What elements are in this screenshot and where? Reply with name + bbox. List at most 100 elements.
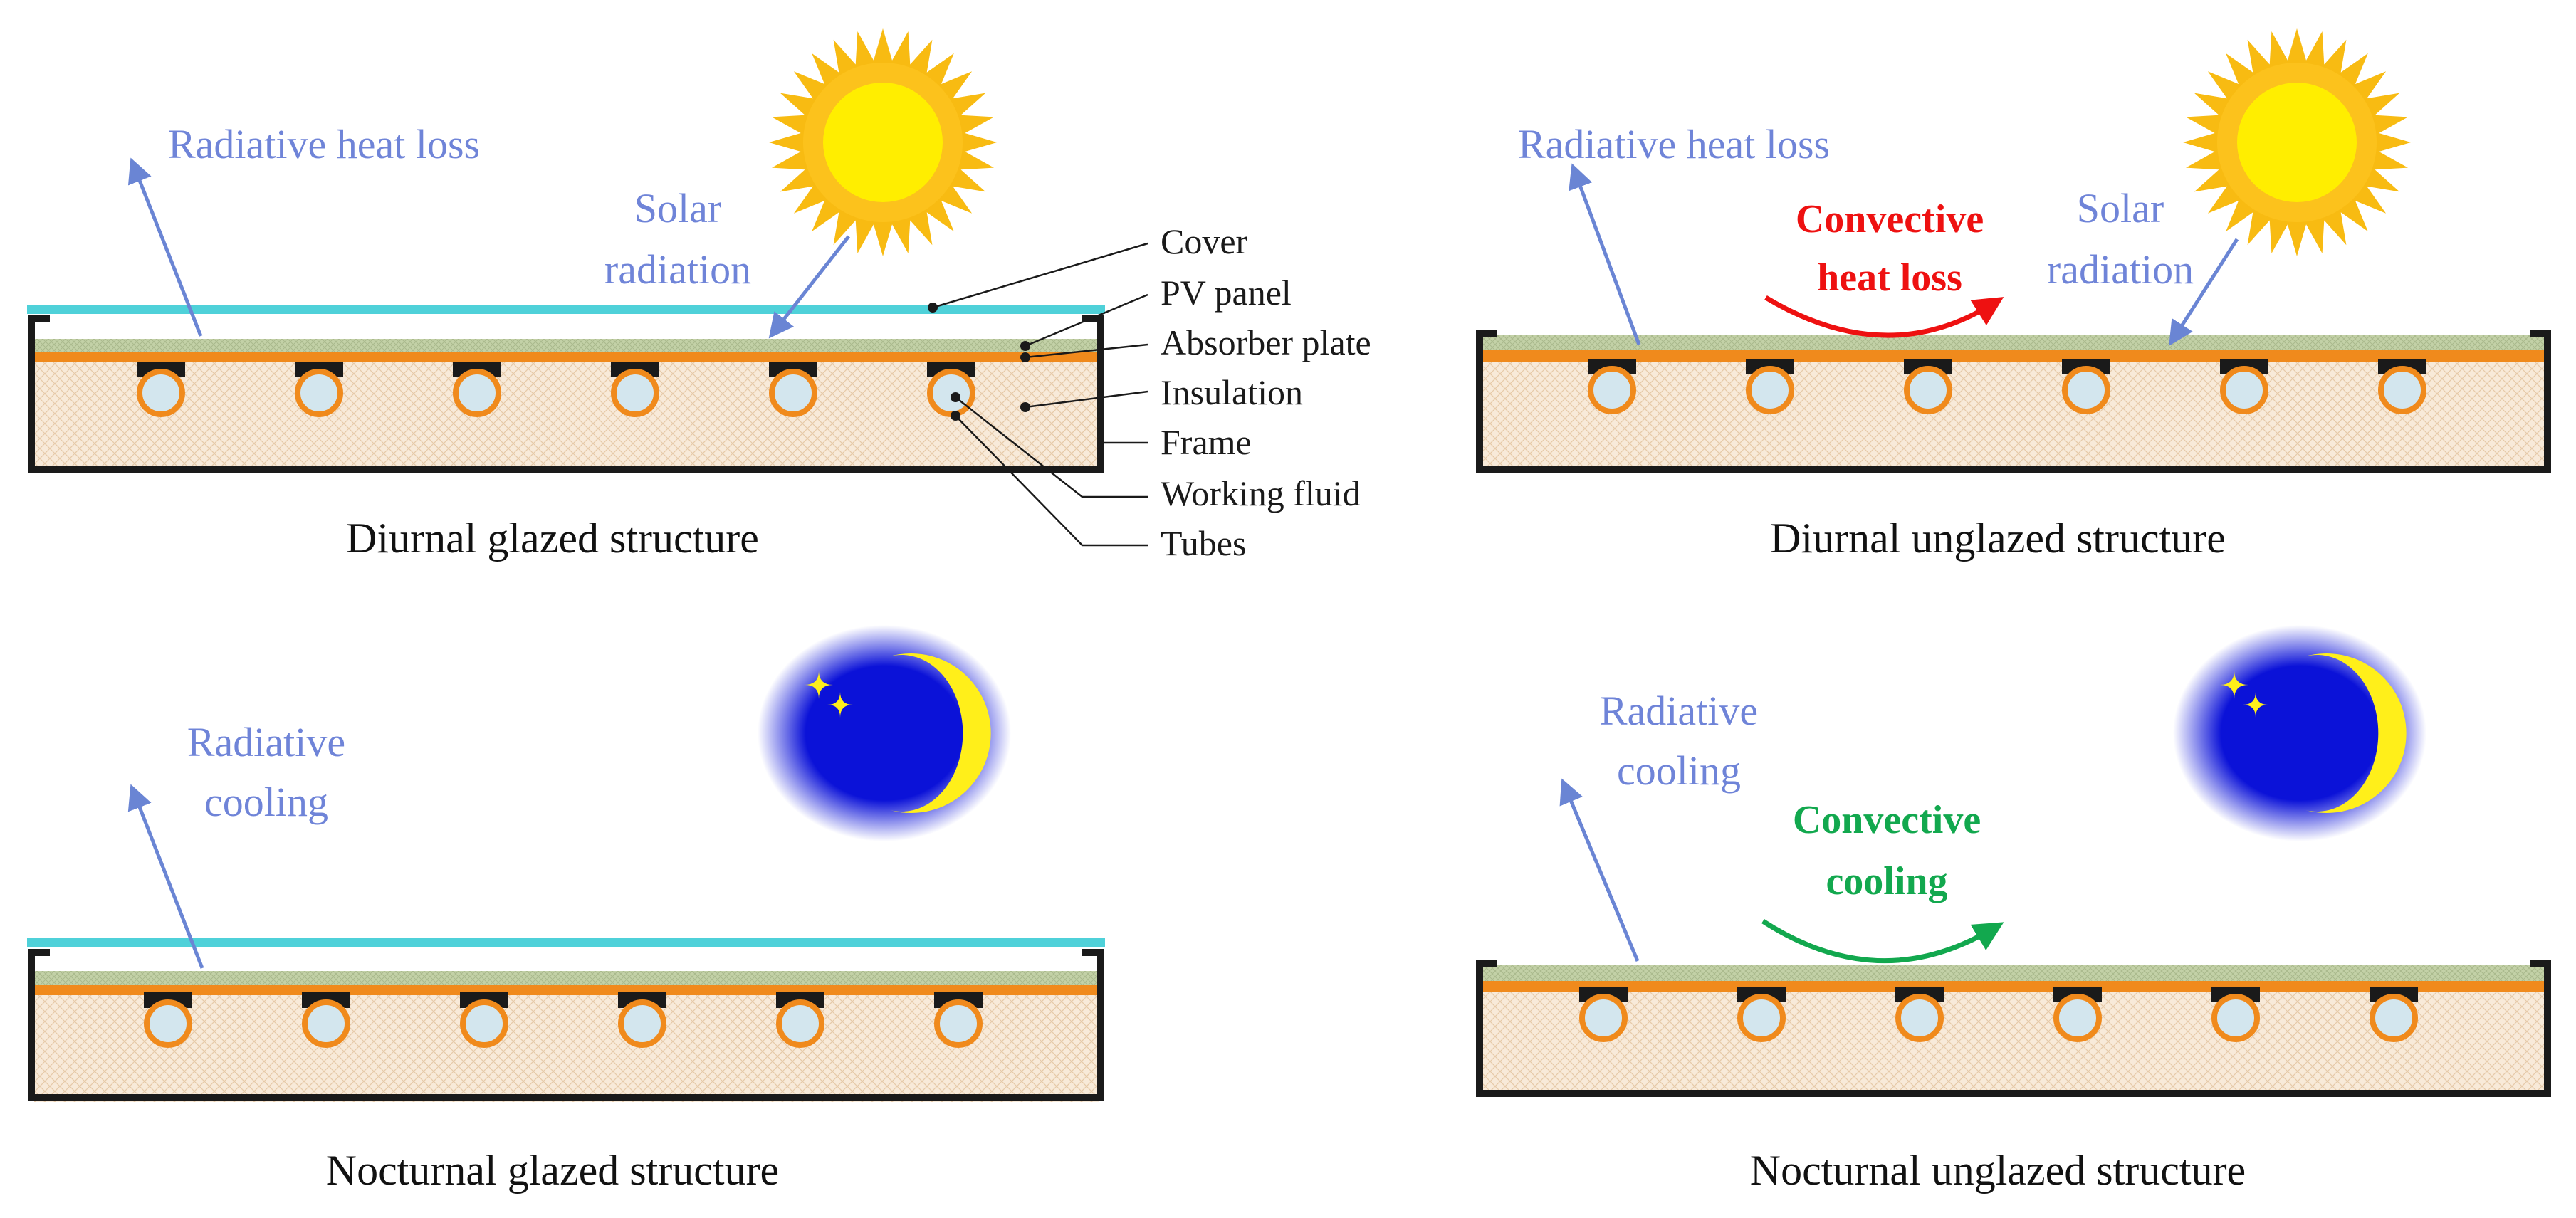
crescent (2305, 653, 2407, 813)
tube (460, 992, 508, 1048)
moon-icon (758, 625, 1011, 841)
solar-arrow (768, 235, 850, 339)
collector (1476, 330, 2551, 473)
pv-panel (1481, 335, 2546, 350)
glass-cover (27, 305, 1105, 314)
panel-nocturnal-unglazed: Radiative cooling Convective cooling Noc… (1476, 625, 2551, 1194)
tube (1746, 359, 1794, 414)
working-fluid (1579, 994, 1628, 1042)
radiative-arrow (1569, 163, 1641, 345)
convective-arrow (1761, 919, 2004, 963)
panel-diurnal-glazed: Radiative heat loss Solar radiation Cove… (27, 28, 1371, 563)
legend-frame: Frame (1161, 422, 1252, 462)
working-fluid (1746, 366, 1794, 414)
tube (302, 992, 350, 1048)
working-fluid (611, 369, 659, 417)
tube (144, 992, 192, 1048)
convective-label-1: Convective (1793, 798, 1981, 842)
insulation-layer (1481, 362, 2546, 467)
tube (137, 362, 185, 417)
tube (453, 362, 501, 417)
tube (2211, 987, 2260, 1042)
radiative-label: Radiative heat loss (168, 121, 480, 167)
star-icon (2243, 692, 2268, 718)
radiative-arrow (127, 157, 203, 337)
collector (1476, 960, 2551, 1097)
glass-cover (27, 938, 1105, 947)
collector (27, 305, 1105, 473)
crescent (890, 653, 991, 813)
radiative-label-2: cooling (1617, 747, 1741, 794)
tube (1588, 359, 1636, 414)
working-fluid (302, 999, 350, 1048)
radiative-arrow (127, 784, 204, 969)
tube (1895, 987, 1944, 1042)
radiative-label-1: Radiative (187, 719, 345, 765)
tube-row (137, 362, 975, 417)
star-icon (805, 671, 833, 699)
legend: Cover PV panel Absorber plate Insulation… (1161, 221, 1371, 563)
working-fluid (1904, 366, 1952, 414)
legend-working-fluid: Working fluid (1161, 473, 1361, 513)
tube (1737, 987, 1786, 1042)
tube (2062, 359, 2110, 414)
legend-absorber-plate: Absorber plate (1161, 322, 1371, 362)
convective-label-1: Convective (1796, 197, 1984, 241)
convective-label-2: heat loss (1817, 256, 1962, 300)
working-fluid (769, 369, 817, 417)
tube-row (144, 992, 983, 1048)
pv-panel (1481, 965, 2546, 981)
working-fluid (453, 369, 501, 417)
tube (934, 992, 983, 1048)
caption: Nocturnal glazed structure (326, 1147, 779, 1194)
tube-row (1588, 359, 2426, 414)
legend-insulation: Insulation (1161, 372, 1303, 412)
caption: Diurnal unglazed structure (1770, 515, 2226, 562)
tube (1904, 359, 1952, 414)
working-fluid (144, 999, 192, 1048)
frame (28, 949, 1104, 1101)
tube (2220, 359, 2268, 414)
working-fluid (2211, 994, 2260, 1042)
working-fluid (295, 369, 343, 417)
absorber-plate (34, 352, 1099, 362)
solar-label-1: Solar (634, 185, 721, 231)
sun-core (823, 83, 943, 202)
convective-arrow (1764, 295, 2004, 338)
working-fluid (2220, 366, 2268, 414)
radiative-label-1: Radiative (1600, 688, 1758, 734)
insulation-layer (1481, 992, 2546, 1092)
working-fluid (1895, 994, 1944, 1042)
solar-label-2: radiation (604, 246, 751, 293)
legend-dots (928, 303, 1030, 421)
star-icon (827, 692, 853, 718)
tube (618, 992, 666, 1048)
solar-arrow (2169, 238, 2239, 346)
frame (1476, 960, 2551, 1097)
working-fluid (1737, 994, 1786, 1042)
convective-label-2: cooling (1826, 859, 1947, 903)
absorber-plate (34, 985, 1099, 995)
pv-panel (34, 339, 1099, 352)
moon-icon (2173, 625, 2426, 841)
working-fluid (137, 369, 185, 417)
tube (1579, 987, 1628, 1042)
panel-nocturnal-glazed: Radiative cooling Nocturnal glazed struc… (27, 625, 1105, 1194)
working-fluid (934, 999, 983, 1048)
legend-pv-panel: PV panel (1161, 273, 1292, 313)
working-fluid (1588, 366, 1636, 414)
sun-icon (2183, 28, 2411, 256)
tube (769, 362, 817, 417)
legend-cover: Cover (1161, 221, 1248, 261)
working-fluid (460, 999, 508, 1048)
working-fluid (618, 999, 666, 1048)
working-fluid (2062, 366, 2110, 414)
sun-icon (769, 28, 997, 256)
radiative-label-2: cooling (204, 779, 328, 825)
working-fluid (776, 999, 824, 1048)
working-fluid (927, 369, 975, 417)
tube (2370, 987, 2418, 1042)
radiative-arrow (1559, 778, 1640, 962)
tube (611, 362, 659, 417)
tube (2053, 987, 2102, 1042)
